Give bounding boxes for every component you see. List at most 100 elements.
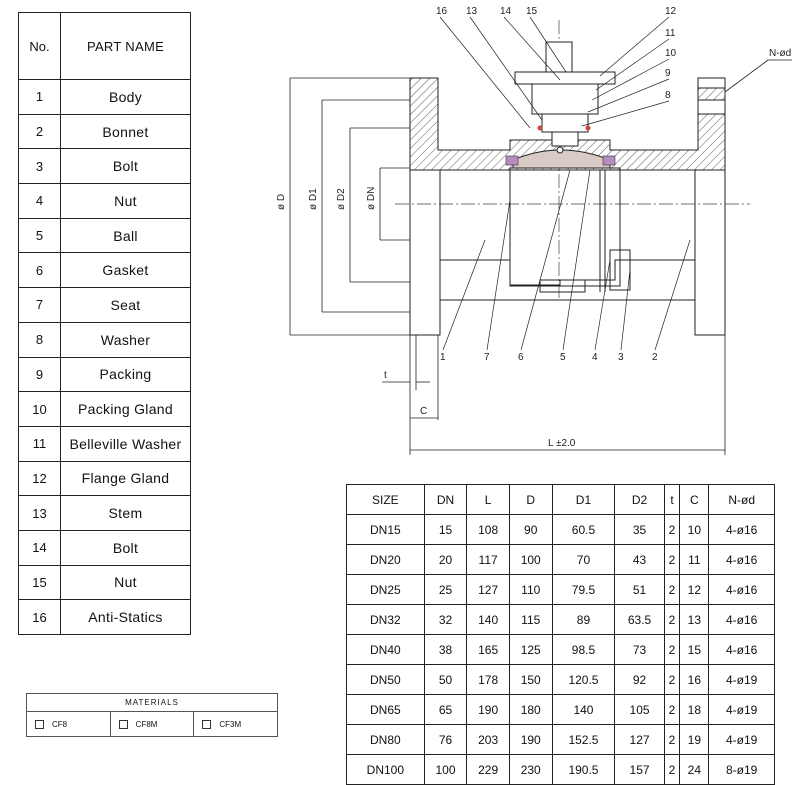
dims-cell: 90 [508,514,553,545]
dims-cell: 18 [679,694,710,725]
part-number: 11 [18,425,61,462]
part-number: 14 [18,529,61,566]
dims-cell: DN15 [346,514,425,545]
dim-l-label: L ±2.0 [548,438,576,449]
part-number: 12 [18,460,61,497]
seat-left [505,155,519,166]
dims-header-cell: SIZE [346,484,425,515]
dims-cell: 2 [663,574,681,605]
part-number: 1 [18,79,61,115]
horizontal-dimensions [382,335,726,455]
callout-label: 9 [665,68,671,79]
dims-header-cell: D [508,484,553,515]
callout-leader [595,38,670,91]
dims-cell: 100 [423,754,468,785]
dims-cell: 2 [663,754,681,785]
dims-cell: 120.5 [551,664,616,695]
parts-header-no: No. [18,12,61,80]
callout-label: 13 [466,6,478,17]
part-name: Ball [60,217,191,254]
dims-header-cell: D2 [614,484,665,515]
callout-leader [442,239,486,351]
material-option-cf8[interactable]: CF8 [27,712,111,736]
dims-cell: 73 [614,634,665,665]
dims-cell: 108 [466,514,510,545]
material-option-cf8m[interactable]: CF8M [111,712,195,736]
part-name: Belleville Washer [60,425,191,462]
part-name: Nut [60,564,191,601]
dims-cell: 229 [466,754,510,785]
dims-cell: 100 [508,544,553,575]
stem-hole [556,146,564,154]
material-option-cf3m[interactable]: CF3M [194,712,277,736]
valve-body-lower [409,167,726,336]
callout-label: 8 [665,90,671,101]
callout-leader [591,58,670,101]
dims-cell: 190 [508,724,553,755]
callout-label: 7 [484,352,490,363]
part-number: 6 [18,252,61,289]
callout-leader [469,16,543,121]
dims-cell: 140 [466,604,510,635]
callout-label: 14 [500,6,512,17]
dims-cell: 10 [679,514,710,545]
part-number: 3 [18,148,61,185]
dims-cell: 2 [663,544,681,575]
dims-cell: 2 [663,694,681,725]
dims-cell: DN65 [346,694,425,725]
dims-cell: 2 [663,514,681,545]
dims-cell: 140 [551,694,616,725]
part-name: Packing Gland [60,391,191,427]
dims-cell: 98.5 [551,634,616,665]
dims-cell: 2 [663,604,681,635]
dims-cell: 4-ø16 [708,544,775,575]
callout-leader [587,78,670,113]
dims-cell: DN100 [346,754,425,785]
dims-cell: DN80 [346,724,425,755]
dims-header-cell: C [679,484,710,515]
dims-cell: DN32 [346,604,425,635]
dims-cell: 51 [614,574,665,605]
material-label: CF3M [219,719,242,729]
dims-cell: 32 [423,604,468,635]
part-number: 2 [18,113,61,150]
nd-leader [724,59,769,93]
seat-right [602,155,616,166]
checkbox-icon[interactable] [202,719,212,729]
dims-cell: 2 [663,664,681,695]
dim-d-label: ø D [276,194,287,210]
checkbox-icon[interactable] [35,719,44,729]
dims-cell: 24 [679,754,710,785]
materials-title: MATERIALS [27,694,277,712]
dims-cell: 152.5 [551,724,616,755]
dims-cell: 4-ø19 [708,664,775,695]
dims-header-cell: L [466,484,510,515]
dims-cell: 165 [466,634,510,665]
checkbox-icon[interactable] [118,719,128,729]
callout-label: 1 [440,352,446,363]
callout-leader [581,100,670,127]
material-label: CF8M [135,719,158,729]
dims-cell: 63.5 [614,604,665,635]
callout-label: 12 [665,6,677,17]
part-name: Seat [60,287,191,323]
dims-cell: 15 [679,634,710,665]
callout-label: 3 [618,352,624,363]
part-name: Bonnet [60,113,191,150]
dims-cell: 2 [663,724,681,755]
dims-cell: 19 [679,724,710,755]
